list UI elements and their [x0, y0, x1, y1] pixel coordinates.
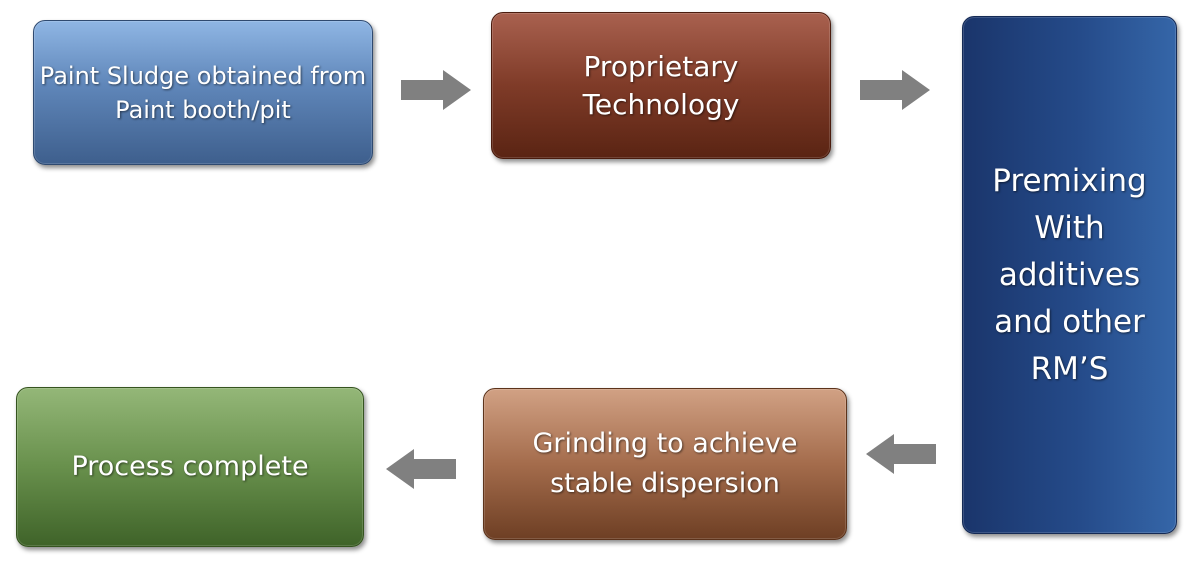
node-process-complete: Process complete [16, 387, 364, 547]
node-grinding: Grinding to achieve stable dispersion [483, 388, 847, 540]
arrow-left-icon [386, 449, 456, 489]
node-proprietary-technology-label: Proprietary Technology [582, 49, 740, 121]
node-process-complete-label: Process complete [71, 451, 309, 482]
node-premixing-label: Premixing With additives and other RM’S [992, 162, 1147, 387]
node-proprietary-technology: Proprietary Technology [491, 12, 831, 159]
arrow-left-icon [866, 434, 936, 474]
arrow-right-icon [401, 70, 471, 110]
arrow-right-icon [860, 70, 930, 110]
node-paint-sludge: Paint Sludge obtained from Paint booth/p… [33, 20, 373, 165]
node-premixing: Premixing With additives and other RM’S [962, 16, 1177, 534]
node-grinding-label: Grinding to achieve stable dispersion [532, 428, 798, 499]
node-paint-sludge-label: Paint Sludge obtained from Paint booth/p… [39, 61, 367, 124]
